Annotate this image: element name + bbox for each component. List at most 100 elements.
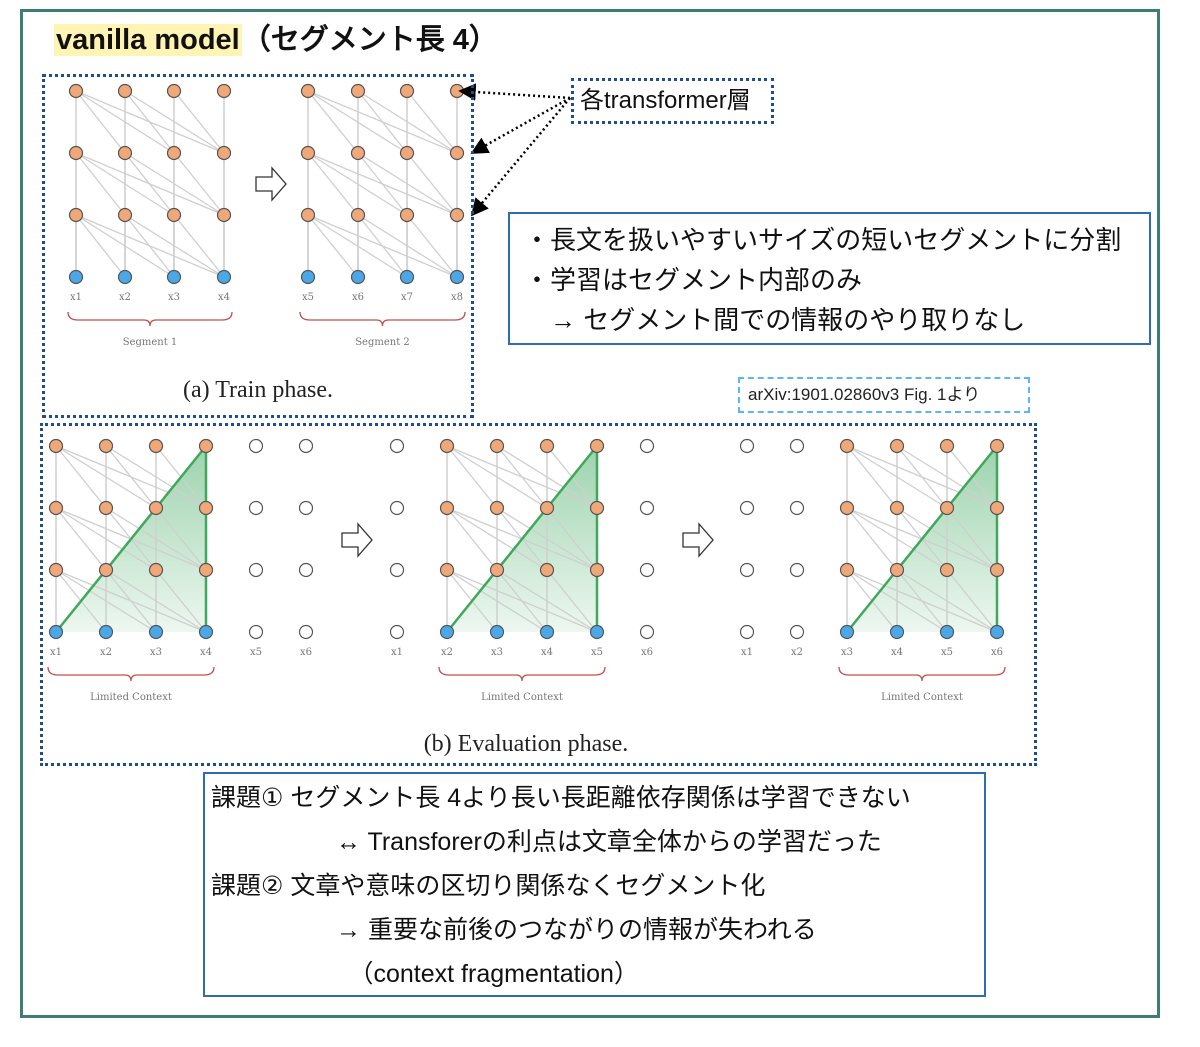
token-label: x4	[891, 647, 903, 658]
input-node	[216, 269, 232, 285]
inactive-node	[639, 562, 655, 578]
token-label: x4	[541, 647, 553, 658]
hidden-node	[300, 83, 316, 99]
token-label: x1	[391, 647, 403, 658]
token-label: x4	[200, 647, 212, 658]
citation-label: arXiv:1901.02860v3 Fig. 1より	[738, 377, 1030, 413]
inactive-node	[298, 562, 314, 578]
attention-link	[307, 90, 458, 154]
attention-link	[75, 214, 225, 278]
token-label: x3	[491, 647, 503, 658]
input-node	[68, 269, 84, 285]
hidden-node	[48, 438, 64, 454]
hidden-node	[889, 438, 905, 454]
input-node	[198, 624, 214, 640]
input-node	[117, 269, 133, 285]
hidden-node	[117, 145, 133, 161]
token-label: x1	[70, 292, 82, 303]
hidden-node	[489, 562, 505, 578]
hidden-node	[300, 145, 316, 161]
limited-context-label: Limited Context	[881, 692, 963, 703]
train-phase-box	[42, 74, 474, 418]
attention-link	[406, 152, 458, 216]
attention-link	[55, 507, 107, 571]
hidden-node	[98, 438, 114, 454]
hidden-node	[539, 562, 555, 578]
hidden-node	[148, 562, 164, 578]
token-label: x3	[150, 647, 162, 658]
token-label: x3	[168, 292, 180, 303]
attention-link	[946, 507, 998, 571]
inactive-node	[389, 438, 405, 454]
inactive-node	[639, 438, 655, 454]
hidden-node	[539, 438, 555, 454]
hidden-node	[166, 83, 182, 99]
hidden-node	[148, 438, 164, 454]
limited-context-label: Limited Context	[481, 692, 563, 703]
hidden-node	[68, 207, 84, 223]
attention-link	[446, 445, 598, 509]
input-node	[989, 624, 1005, 640]
input-node	[449, 269, 465, 285]
issue-line: （context fragmentation）	[211, 960, 639, 988]
hidden-node	[439, 438, 455, 454]
context-brace	[838, 666, 1006, 682]
token-label: x6	[300, 647, 312, 658]
inactive-node	[739, 562, 755, 578]
attention-link	[173, 214, 225, 278]
attention-link	[846, 445, 898, 509]
next-step-arrow-icon	[682, 522, 714, 558]
hidden-node	[148, 500, 164, 516]
inactive-node	[248, 500, 264, 516]
hidden-node	[449, 145, 465, 161]
token-label: x6	[991, 647, 1003, 658]
token-label: x2	[100, 647, 112, 658]
hidden-node	[48, 562, 64, 578]
hidden-node	[198, 438, 214, 454]
hidden-node	[166, 145, 182, 161]
hidden-node	[589, 500, 605, 516]
token-label: x5	[302, 292, 314, 303]
token-label: x3	[841, 647, 853, 658]
train-phase-caption: (a) Train phase.	[183, 377, 333, 403]
attention-link	[173, 152, 225, 216]
hidden-node	[889, 562, 905, 578]
hidden-node	[489, 438, 505, 454]
attention-link	[846, 507, 898, 571]
inactive-node	[789, 624, 805, 640]
hidden-node	[216, 83, 232, 99]
input-node	[489, 624, 505, 640]
hidden-node	[939, 500, 955, 516]
token-label: x5	[250, 647, 262, 658]
hidden-node	[117, 83, 133, 99]
attention-link	[546, 569, 598, 633]
attention-link	[446, 569, 598, 633]
attention-link	[846, 569, 998, 633]
issue-line: ↔ Transforerの利点は文章全体からの学習だった	[211, 828, 882, 856]
attention-link	[75, 90, 126, 154]
hidden-node	[589, 562, 605, 578]
hidden-node	[489, 500, 505, 516]
inactive-node	[298, 500, 314, 516]
inactive-node	[389, 562, 405, 578]
hidden-node	[839, 562, 855, 578]
issue-line: 課題① セグメント長 4より長い長距離依存関係は学習できない	[211, 784, 911, 812]
token-label: x6	[352, 292, 364, 303]
inactive-node	[789, 500, 805, 516]
hidden-node	[399, 207, 415, 223]
attention-link	[307, 90, 359, 154]
attention-link	[446, 507, 498, 571]
segment-label: Segment 1	[123, 337, 178, 348]
inactive-node	[248, 624, 264, 640]
evaluation-phase-box	[40, 423, 1037, 766]
hidden-node	[939, 562, 955, 578]
inactive-node	[739, 438, 755, 454]
attention-link	[307, 152, 458, 216]
attention-link	[155, 507, 207, 571]
hidden-node	[300, 207, 316, 223]
token-label: x2	[791, 647, 803, 658]
hidden-node	[399, 145, 415, 161]
slide-frame	[20, 9, 1160, 1018]
attention-link	[406, 214, 458, 278]
attention-link	[155, 569, 207, 633]
